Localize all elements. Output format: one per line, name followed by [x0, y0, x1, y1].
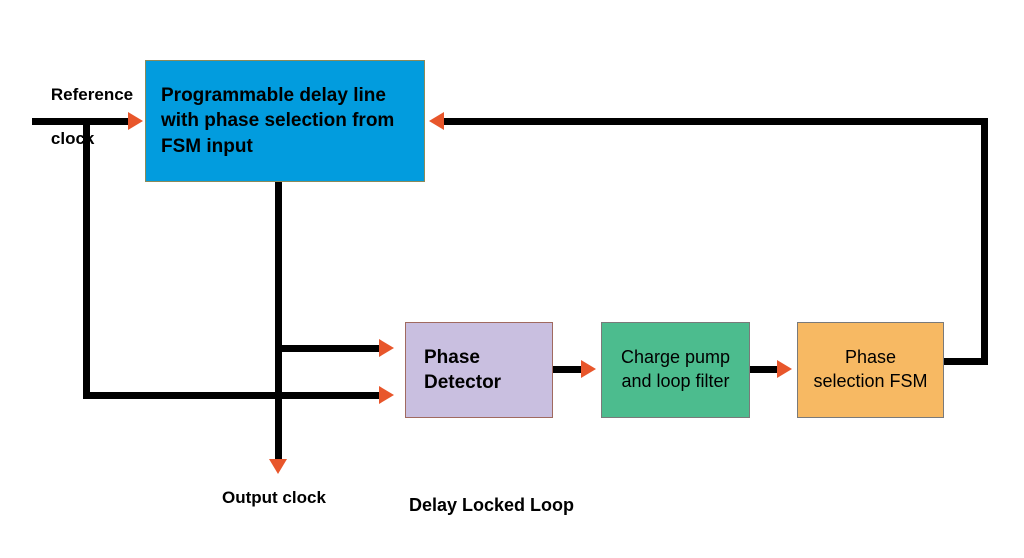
block-charge-pump-and-loop-filter[interactable]: Charge pump and loop filter	[601, 322, 750, 418]
block-programmable-delay-line[interactable]: Programmable delay line with phase selec…	[145, 60, 425, 182]
label-output-clock: Output clock	[222, 488, 326, 507]
block-phase-detector[interactable]: Phase Detector	[405, 322, 553, 418]
block-delay-line-text-line-2: with phase selection from	[161, 110, 395, 132]
wire-feedback-horizontal	[444, 118, 988, 125]
arrowhead-feedback-to-delay-line	[429, 112, 444, 130]
diagram-title: Delay Locked Loop	[409, 495, 575, 515]
block-charge-pump-text-line-2: and loop filter	[621, 371, 730, 391]
wire-reference-clock-to-phase-detector	[83, 392, 383, 399]
arrowhead-output-clock	[269, 459, 287, 474]
block-phase-fsm-text-line-2: selection FSM	[813, 371, 928, 391]
arrowhead-phase-detector-to-charge-pump	[581, 360, 596, 378]
block-delay-line-text-line-1: Programmable delay line	[161, 85, 386, 107]
arrowhead-charge-pump-to-phase-fsm	[777, 360, 792, 378]
arrowhead-reference-clock-to-delay-line	[128, 112, 143, 130]
block-delay-line-text-line-3: FSM input	[161, 135, 253, 157]
block-phase-detector-text-line-1: Phase	[424, 346, 480, 368]
wire-phase-detector-to-charge-pump	[553, 366, 585, 373]
wire-reference-clock-input	[32, 118, 132, 125]
wire-charge-pump-to-phase-fsm	[750, 366, 781, 373]
label-reference-clock-line-1: Reference	[50, 85, 134, 105]
arrowhead-delay-line-to-phase-detector	[379, 339, 394, 357]
arrowhead-reference-clock-to-phase-detector	[379, 386, 394, 404]
wire-reference-clock-branch-vertical	[83, 118, 90, 399]
block-phase-fsm-text-line-1: Phase	[844, 347, 897, 368]
block-phase-selection-fsm[interactable]: Phase selection FSM	[797, 322, 944, 418]
wire-delay-line-output-vertical	[275, 181, 282, 461]
block-phase-detector-text-line-2: Detector	[424, 372, 502, 393]
wire-feedback-vertical	[981, 118, 988, 365]
block-charge-pump-text-line-1: Charge pump	[620, 347, 731, 368]
label-reference-clock: Reference clock	[32, 62, 133, 172]
wire-feedback-fsm-out	[944, 358, 988, 365]
label-reference-clock-line-2: clock	[50, 129, 95, 149]
wire-delay-line-to-phase-detector	[275, 345, 383, 352]
